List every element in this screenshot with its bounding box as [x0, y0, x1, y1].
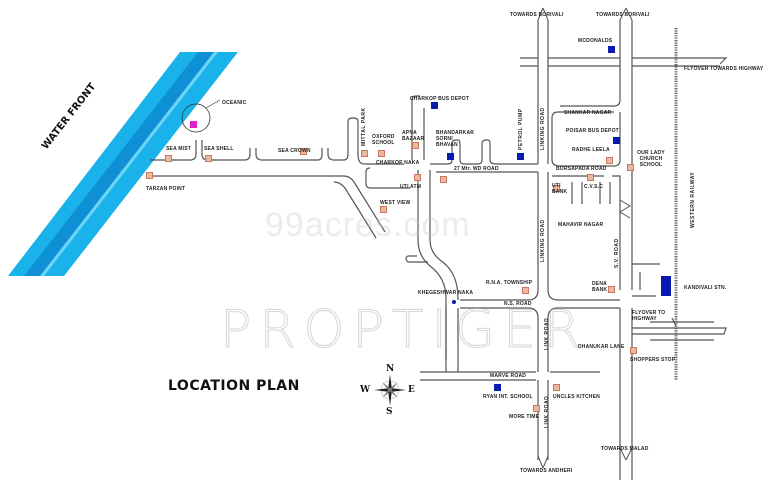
marker-mcdonalds[interactable]	[608, 46, 615, 53]
marker-shoppers-stop[interactable]	[630, 347, 637, 354]
marker-cvsc[interactable]	[587, 174, 594, 181]
label-mahavir-nagar: MAHAVIR NAGAR	[558, 222, 604, 228]
label-charkop-naka: CHARKOP NAKA	[376, 160, 420, 166]
label-khegeshwar-naka: KHEGESHWAR NAKA	[418, 290, 474, 296]
label-kandivali-stn: KANDIVALI STN.	[684, 285, 727, 291]
marker-near-27m-road[interactable]	[440, 176, 447, 183]
label-sea-shell: SEA SHELL	[204, 146, 234, 152]
label-towards-andheri: TOWARDS ANDHERI	[520, 468, 573, 474]
label-towards-borivali-1: TOWARDS BORIVALI	[510, 12, 564, 18]
marker-petrol-pump[interactable]	[517, 153, 524, 160]
label-borsapada-road: BORSAPADA ROAD	[556, 166, 607, 172]
label-27m-road: 27 Mtr. WD ROAD	[454, 166, 499, 172]
label-charkop-bus-depot: CHARKOP BUS DEPOT	[410, 96, 470, 102]
label-petrol-pump: PETROL PUMP	[518, 108, 524, 150]
marker-oxford-school[interactable]	[378, 150, 385, 157]
label-sea-mist: SEA MIST	[166, 146, 192, 152]
label-our-lady-church-school: OUR LADY CHURCH SCHOOL	[637, 150, 665, 168]
label-western-railway: WESTERN RAILWAY	[690, 171, 696, 228]
label-radhe-leela: RADHE LEELA	[572, 147, 610, 153]
compass-rose	[374, 374, 406, 406]
marker-west-view[interactable]	[380, 206, 387, 213]
label-linking-road-top: LINKING ROAD	[540, 107, 546, 150]
label-dena-bank: DENA BANK	[592, 281, 608, 293]
label-ryan-int-school: RYAN INT. SCHOOL	[483, 394, 533, 400]
compass-east: E	[408, 385, 415, 395]
label-towards-malad: TOWARDS MALAD	[601, 446, 649, 452]
marker-tarzan-point[interactable]	[146, 172, 153, 179]
marker-mittal-park[interactable]	[361, 150, 368, 157]
label-apna-bazaar: APNA BAZAAR	[402, 130, 425, 142]
label-flyover-towards-highway: FLYOVER TOWARDS HIGHWAY	[684, 66, 764, 72]
label-rna-township: R.N.A. TOWNSHIP	[486, 280, 533, 286]
label-link-road: LINK ROAD	[544, 317, 550, 350]
label-uti-atm: UTI ATM	[400, 184, 422, 190]
marker-ryan-int-school[interactable]	[494, 384, 501, 391]
label-oxford-school: OXFORD SCHOOL	[372, 134, 395, 146]
watermark-99acres: 99acres.com	[265, 206, 471, 244]
label-uti-bank: UTI BANK	[552, 183, 568, 195]
label-tarzan-point: TARZAN POINT	[146, 186, 186, 192]
label-oceanic: OCEANIC	[222, 100, 247, 106]
marker-kandivali-station[interactable]	[661, 276, 671, 296]
label-west-view: WEST VIEW	[380, 200, 411, 206]
label-poisar-bus-depot: POISAR BUS DEPOT	[566, 128, 619, 134]
marker-sea-crown[interactable]	[300, 148, 307, 155]
label-link-road-bottom: LINK ROAD	[544, 395, 550, 428]
water-front	[8, 52, 238, 276]
marker-uti-atm[interactable]	[414, 174, 421, 181]
label-bhandarkar-sorni-bhavan: BHANDARKAR SORNI BHAVAN	[436, 130, 475, 148]
compass-south: S	[386, 407, 393, 417]
label-mittal-park: MITTAL PARK	[361, 107, 367, 146]
marker-bhandarkar-sorni-bhavan[interactable]	[447, 153, 454, 160]
marker-sea-shell[interactable]	[205, 155, 212, 162]
marker-rna-township[interactable]	[522, 287, 529, 294]
marker-uti-bank[interactable]	[553, 185, 560, 192]
marker-charkop-bus-depot[interactable]	[431, 102, 438, 109]
marker-radhe-leela[interactable]	[606, 157, 613, 164]
label-shoppers-stop: SHOPPERS STOP	[630, 357, 676, 363]
label-sea-crown: SEA CROWN	[278, 148, 311, 154]
label-cvsc: C.V.S.C	[584, 184, 604, 190]
marker-apna-bazaar[interactable]	[412, 142, 419, 149]
label-mcdonalds: MCDONALDS	[578, 38, 613, 44]
label-more-time: MORE TIME	[509, 414, 540, 420]
watermark-proptiger: PROPTIGER	[219, 300, 589, 361]
label-marve-road: MARVE ROAD	[490, 373, 527, 379]
label-linking-road: LINKING ROAD	[540, 219, 546, 262]
label-dhanukar-lane: DHANUKAR LANE	[578, 344, 625, 350]
label-towards-borivali-2: TOWARDS BORIVALI	[596, 12, 650, 18]
marker-dena-bank[interactable]	[608, 286, 615, 293]
map-title: LOCATION PLAN	[168, 378, 300, 394]
compass-north: N	[386, 364, 395, 374]
marker-more-time[interactable]	[533, 405, 540, 412]
label-shankar-nagar: SHANKAR NAGAR	[564, 110, 612, 116]
marker-poisar-bus-depot[interactable]	[613, 137, 620, 144]
label-flyover-to-highway: FLYOVER TO HIGHWAY	[632, 310, 666, 322]
marker-sea-mist[interactable]	[165, 155, 172, 162]
label-uncles-kitchen: UNCLES KITCHEN	[553, 394, 600, 400]
compass-west: W	[360, 385, 371, 395]
label-sv-road: S.V. ROAD	[614, 238, 620, 268]
label-ns-road: N.S. ROAD	[504, 301, 532, 307]
marker-uncles-kitchen[interactable]	[553, 384, 560, 391]
marker-our-lady-school[interactable]	[627, 164, 634, 171]
